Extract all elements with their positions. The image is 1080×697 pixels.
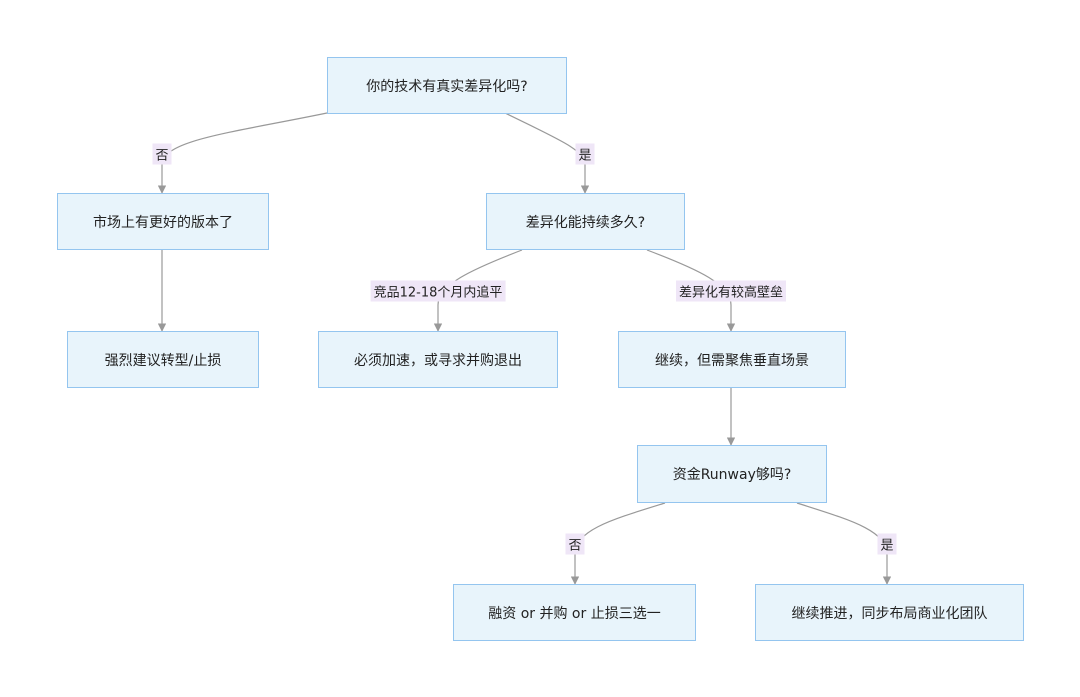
edge-label-yes: 是 [575,143,595,165]
node-choose-one-of-three: 融资 or 并购 or 止损三选一 [453,584,696,641]
edge-label-high-barrier: 差异化有较高壁垒 [675,280,787,302]
node-tech-differentiation-question: 你的技术有真实差异化吗? [327,57,567,114]
edge-label-no: 否 [565,533,585,555]
edge-runway-to-choose [570,502,666,585]
node-pivot-or-stop-loss: 强烈建议转型/止损 [67,331,259,388]
edge-diff-to-market [157,112,328,194]
node-differentiation-duration-question: 差异化能持续多久? [486,193,685,250]
node-continue-with-commercial-team: 继续推进，同步布局商业化团队 [755,584,1024,641]
node-continue-vertical-focus: 继续，但需聚焦垂直场景 [618,331,846,388]
edge-duration-to-vertical [646,249,736,332]
edge-duration-to-accelerate [433,249,523,332]
edge-label-yes: 是 [877,533,897,555]
edge-runway-to-push [796,502,892,585]
edge-diff-to-duration [504,112,590,194]
node-market-has-better-version: 市场上有更好的版本了 [57,193,269,250]
edge-label-competitors-catch-up: 竞品12-18个月内追平 [370,280,506,302]
node-accelerate-or-acquisition: 必须加速，或寻求并购退出 [318,331,558,388]
node-runway-question: 资金Runway够吗? [637,445,827,503]
edge-label-no: 否 [152,143,172,165]
